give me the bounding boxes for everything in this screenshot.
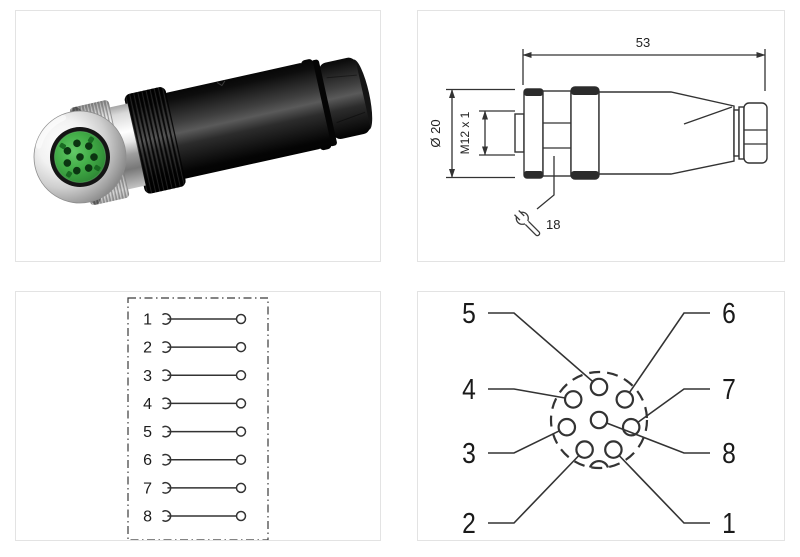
pin-number-label: 6	[143, 452, 152, 469]
wiring-boundary	[127, 297, 269, 540]
pin-hole	[615, 390, 635, 409]
dimension-drawing: 53 Ø 20 M12 x 1	[428, 35, 768, 237]
wiring-diagram: 1 2 3 4	[127, 297, 269, 540]
chrome-sleeve	[108, 103, 146, 190]
pin-number-label: 4	[143, 396, 152, 413]
wiring-row: 8	[143, 509, 247, 526]
rear-collar	[301, 59, 332, 151]
pinout-label: 8	[722, 437, 736, 469]
photo-panel	[15, 10, 381, 262]
dimension-diameter: Ø 20	[428, 88, 515, 179]
pin-hole	[557, 417, 577, 437]
dimension-total-length: 53	[522, 35, 766, 91]
pinout-label: 4	[462, 373, 476, 405]
wiring-row: 4	[143, 396, 247, 413]
pin-hole	[604, 440, 623, 459]
connector-photo	[33, 57, 373, 206]
wiring-rows: 1 2 3 4	[143, 312, 247, 526]
pinout-label: 6	[722, 297, 736, 329]
cable-gland	[319, 57, 371, 139]
dimension-53-label: 53	[636, 35, 650, 50]
wrench-size-label: 18	[546, 217, 560, 232]
pin-leaders	[488, 312, 710, 524]
pinout-label: 3	[462, 437, 476, 469]
pinout-diagram: 5 4 3 2 6 7 8 1	[462, 297, 736, 539]
wiring-row: 2	[143, 340, 247, 357]
keying-notches	[59, 136, 101, 178]
wrench-callout: 18	[514, 156, 560, 237]
pin-number-label: 2	[143, 340, 152, 357]
pin-hole	[563, 390, 583, 409]
connector-outline	[514, 86, 768, 180]
pinout-label: 7	[722, 373, 736, 405]
wiring-row: 7	[143, 480, 247, 497]
keyway-notch	[588, 459, 610, 468]
wrench-icon	[514, 210, 541, 237]
pinout-label: 1	[722, 507, 736, 539]
pin-number-label: 3	[143, 368, 152, 385]
dimension-panel: 53 Ø 20 M12 x 1	[417, 10, 785, 262]
pin-number-label: 8	[143, 509, 152, 526]
pin-number-label: 1	[143, 312, 152, 329]
connector-body	[164, 63, 322, 179]
pin-number-label: 7	[143, 480, 152, 497]
wiring-row: 5	[143, 424, 247, 441]
pin-hole	[589, 377, 609, 397]
wiring-row: 3	[143, 368, 247, 385]
pinout-panel: 5 4 3 2 6 7 8 1	[417, 291, 785, 541]
pin-hole	[589, 410, 609, 430]
wiring-panel: 1 2 3 4	[15, 291, 381, 541]
dimension-thread: M12 x 1	[458, 110, 515, 156]
wiring-row: 6	[143, 452, 247, 469]
pin-holes	[557, 377, 641, 459]
face-outline	[549, 370, 649, 470]
socket-holes	[63, 139, 98, 175]
diameter-label: Ø 20	[428, 119, 443, 147]
pin-number-label: 5	[143, 424, 152, 441]
pin-hole	[575, 440, 594, 459]
thread-label: M12 x 1	[458, 111, 472, 154]
pinout-label: 2	[462, 507, 476, 539]
wiring-row: 1	[143, 312, 247, 329]
pinout-label: 5	[462, 297, 476, 329]
pinout-labels: 5 4 3 2 6 7 8 1	[462, 297, 736, 539]
